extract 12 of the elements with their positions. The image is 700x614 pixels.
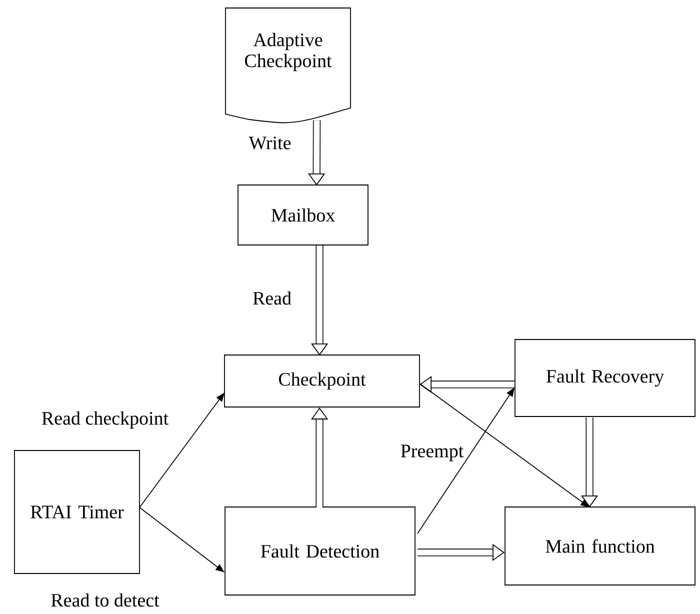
- edge-label: Read: [251, 290, 293, 306]
- process-box: RTAI Timer: [14, 450, 140, 574]
- process-box: Fault Detection: [224, 506, 416, 596]
- edge-label: Write: [248, 136, 292, 150]
- process-box: Main function: [504, 506, 696, 586]
- process-box: Mailbox: [238, 184, 368, 246]
- edge-label: Read to detect: [50, 592, 160, 608]
- edge-label: Read checkpoint: [40, 410, 170, 430]
- process-box: Checkpoint: [224, 354, 420, 408]
- edge-label: Preempt: [399, 444, 465, 462]
- arrow: [308, 120, 326, 186]
- process-box: Fault Recovery: [514, 339, 696, 417]
